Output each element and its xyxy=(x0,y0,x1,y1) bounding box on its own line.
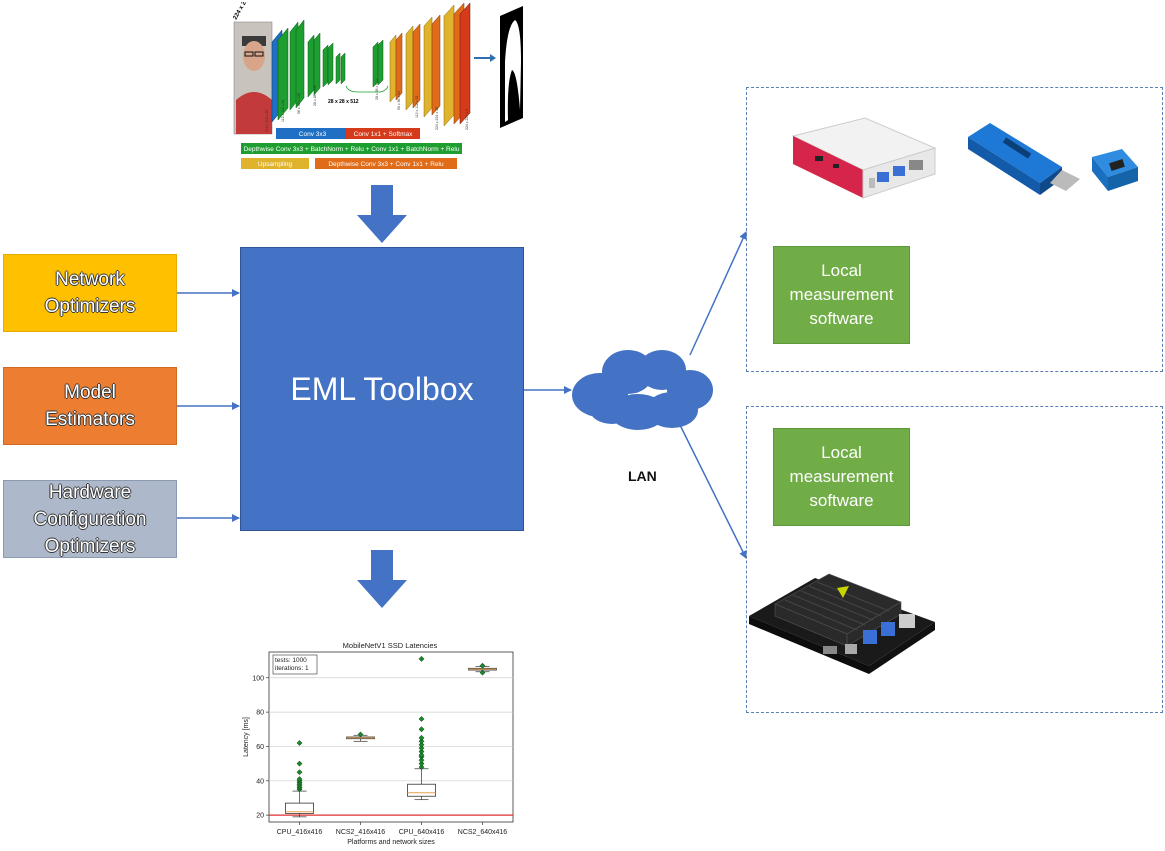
svg-text:28 x 28 x 512: 28 x 28 x 512 xyxy=(375,79,379,100)
box-NCS2_416x416 xyxy=(346,731,375,742)
outlier-point xyxy=(418,716,425,722)
outlier-point xyxy=(479,662,486,669)
outlier-point xyxy=(296,769,303,776)
outlier-point xyxy=(418,734,425,741)
svg-text:224 x 224 x 16: 224 x 224 x 16 xyxy=(435,107,439,130)
lan-cloud xyxy=(572,350,713,430)
hardware-configuration-optimizers-box: Hardware Configuration Optimizers xyxy=(3,480,177,558)
model-estimators-box: Model Estimators xyxy=(3,367,177,445)
chart-gridlines xyxy=(269,677,513,816)
network-optimizers-box: Network Optimizers xyxy=(3,254,177,332)
outlier-point xyxy=(418,726,425,733)
chart-y-label: Latency [ms] xyxy=(243,717,250,757)
eml-toolbox-box: EML Toolbox xyxy=(240,247,524,531)
box-CPU_640x416 xyxy=(407,655,436,801)
outlier-point xyxy=(296,760,303,767)
svg-text:224 x 224 x 2: 224 x 224 x 2 xyxy=(465,109,469,130)
outlier-point xyxy=(418,760,425,767)
legend-depthwise-relu: Depthwise Conv 3x3 + Conv 1x1 + Relu xyxy=(328,161,444,168)
svg-text:56 x 56 x 128: 56 x 56 x 128 xyxy=(297,93,301,114)
down-arrow-top xyxy=(357,185,407,243)
lan-label: LAN xyxy=(628,468,657,484)
eml-toolbox-label: EML Toolbox xyxy=(290,370,474,407)
legend-depthwise-batchnorm: Depthwise Conv 3x3 + BatchNorm + Relu + … xyxy=(244,146,460,153)
outlier-point xyxy=(418,745,425,752)
x-tick-label: CPU_416x416 xyxy=(277,829,323,836)
svg-text:112 x 112 x 32: 112 x 112 x 32 xyxy=(415,96,419,118)
outlier-point xyxy=(418,752,425,758)
bottleneck-label: 28 x 28 x 512 xyxy=(328,99,359,105)
model-estimators-label: Model Estimators xyxy=(45,382,135,430)
intel-ncs2-image xyxy=(968,123,1138,195)
x-axis-ticks: CPU_416x416 NCS2_416x416 CPU_640x416 NCS2_6… xyxy=(277,822,508,836)
svg-text:56 x 56 x 64: 56 x 56 x 64 xyxy=(397,91,401,110)
y-tick-label: 40 xyxy=(256,778,264,785)
y-axis-ticks: 20 40 60 80 100 xyxy=(252,675,269,820)
arrow-cloud-device2 xyxy=(679,424,747,559)
down-arrow-bottom xyxy=(357,550,407,608)
network-architecture-figure: 224 x 224 x 3 28 x 28 x 512 xyxy=(228,0,528,177)
jetson-nano-image xyxy=(749,573,935,674)
device-group-2 xyxy=(746,406,1163,713)
outlier-point xyxy=(418,741,425,748)
y-tick-label: 80 xyxy=(256,710,264,717)
input-image xyxy=(233,21,273,135)
network-optimizers-label: Network Optimizers xyxy=(44,269,136,317)
chart-boxes xyxy=(285,655,497,818)
chart-x-label: Platforms and network sizes xyxy=(347,839,435,846)
iqr-box xyxy=(407,783,436,797)
iqr-box xyxy=(285,802,314,814)
device-group-1 xyxy=(746,87,1163,372)
local-measurement-software-1: Local measurement software xyxy=(773,246,910,344)
legend-conv3x3: Conv 3x3 xyxy=(299,131,327,138)
legend-upsampling: Upsampling xyxy=(258,161,293,168)
outlier-point xyxy=(418,757,425,764)
outlier-point xyxy=(296,776,303,783)
y-tick-label: 20 xyxy=(256,813,264,820)
svg-text:112 x 112 x 32: 112 x 112 x 32 xyxy=(265,110,269,132)
plot-area xyxy=(268,651,514,823)
legend-conv1x1-softmax: Conv 1x1 + Softmax xyxy=(354,131,413,138)
outlier-point xyxy=(296,740,303,746)
outlier-point xyxy=(357,731,364,738)
latency-box-plot: MobileNetV1 SSD Latencies 20 40 60 80 100 CP… xyxy=(243,641,514,846)
local-measurement-software-2: Local measurement software xyxy=(773,428,910,526)
outlier-point xyxy=(479,669,486,676)
local-measurement-software-2-label: Local measurement software xyxy=(789,443,894,510)
layer-dimension-labels: 112 x 112 x 32 112 x 112 x 64 56 x 56 x … xyxy=(265,79,469,132)
network-architecture-svg: 224 x 224 x 3 28 x 28 x 512 xyxy=(233,0,523,169)
annotation-line: tests: 1000 xyxy=(275,657,307,664)
x-tick-label: CPU_640x416 xyxy=(399,829,445,836)
outlier-point xyxy=(418,655,425,662)
box-NCS2_640x416 xyxy=(468,662,497,676)
outlier-point xyxy=(418,738,425,745)
annotation-line: iterations: 1 xyxy=(275,665,309,672)
chart-title: MobileNetV1 SSD Latencies xyxy=(343,641,438,650)
outlier-point xyxy=(418,748,425,755)
output-mask xyxy=(500,6,523,128)
decoder-layers xyxy=(389,2,471,127)
y-tick-label: 100 xyxy=(252,675,264,682)
box-CPU_416x416 xyxy=(285,740,314,818)
encoder-layers xyxy=(271,19,384,123)
network-legend: Conv 3x3 Conv 1x1 + Softmax Depthwise Co… xyxy=(241,128,462,169)
x-tick-label: NCS2_416x416 xyxy=(336,829,386,836)
arrow-cloud-device1 xyxy=(689,231,747,356)
x-tick-label: NCS2_640x416 xyxy=(458,829,508,836)
outlier-point xyxy=(418,764,425,771)
raspberry-pi-image xyxy=(791,117,937,199)
svg-text:112 x 112 x 64: 112 x 112 x 64 xyxy=(281,100,285,122)
y-tick-label: 60 xyxy=(256,744,264,751)
local-measurement-software-1-label: Local measurement software xyxy=(789,261,894,328)
hardware-configuration-optimizers-label: Hardware Configuration Optimizers xyxy=(33,481,147,557)
svg-text:28 x 28 x 256: 28 x 28 x 256 xyxy=(313,85,317,106)
